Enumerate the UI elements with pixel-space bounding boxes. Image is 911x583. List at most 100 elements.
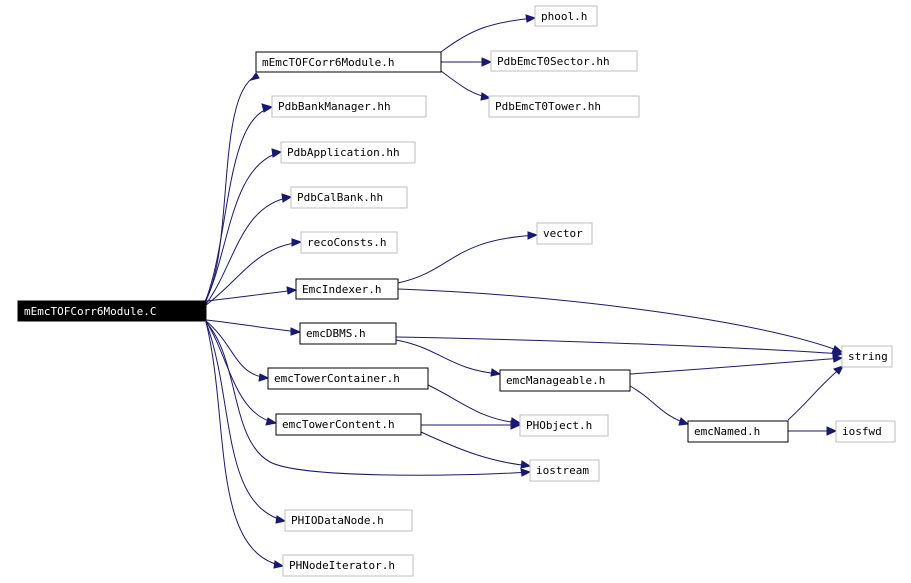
edge-indexer-string (397, 288, 843, 353)
node-sector[interactable]: PdbEmcT0Sector.hh (490, 50, 638, 72)
node-container[interactable]: emcTowerContainer.h (267, 367, 429, 390)
node-indexer[interactable]: EmcIndexer.h (295, 278, 399, 300)
edge-root-modh (204, 74, 259, 302)
node-iosfwd-box (835, 420, 896, 443)
node-manageable-label: emcManageable.h (506, 374, 605, 387)
node-calbank[interactable]: PdbCalBank.hh (290, 186, 408, 209)
arrowhead (826, 426, 838, 436)
node-vector-label: vector (543, 227, 583, 240)
node-iostream[interactable]: iostream (529, 459, 600, 482)
arrowhead (271, 148, 283, 158)
node-indexer-label: EmcIndexer.h (302, 283, 381, 296)
node-reco-box (300, 231, 398, 254)
node-iostream-box (529, 459, 600, 482)
edge-indexer-vector (397, 234, 538, 284)
node-container-label: emcTowerContainer.h (274, 372, 400, 385)
node-nodeiter[interactable]: PHNodeIterator.h (282, 554, 414, 577)
node-content-box (275, 413, 422, 436)
arrowhead (527, 231, 539, 240)
node-named-box (687, 420, 789, 443)
edge-root-indexer (205, 289, 297, 302)
node-dbms-label: emcDBMS.h (306, 327, 366, 340)
arrowhead (291, 238, 303, 247)
node-tower-box (488, 95, 640, 118)
node-indexer-box (295, 278, 399, 300)
arrowhead (510, 420, 522, 430)
arrowhead (273, 560, 285, 569)
arrowhead (481, 57, 493, 67)
edge-dbms-manageable (395, 339, 501, 375)
node-sector-box (490, 50, 638, 72)
node-app-box (280, 141, 416, 164)
arrowhead (249, 72, 260, 81)
arrowhead (281, 193, 293, 203)
edge-named-string (787, 365, 844, 421)
arrowhead (525, 14, 537, 23)
node-datanode-box (284, 509, 413, 532)
node-phobject[interactable]: PHObject.h (519, 414, 609, 437)
node-root-box (17, 300, 207, 322)
node-dbms-box (299, 322, 397, 345)
arrowhead (258, 373, 270, 382)
arrowhead (480, 92, 492, 101)
node-bankmgr[interactable]: PdbBankManager.hh (271, 95, 427, 118)
edges (204, 14, 844, 569)
edge-root-container (205, 320, 269, 379)
arrowhead (490, 368, 502, 377)
arrowhead (520, 460, 532, 469)
node-nodeiter-box (282, 554, 414, 577)
edge-manageable-named (629, 385, 689, 425)
edge-root-nodeiter (205, 321, 284, 567)
arrowhead (261, 103, 274, 113)
arrowhead (286, 286, 298, 295)
node-manageable[interactable]: emcManageable.h (499, 369, 631, 392)
node-iosfwd[interactable]: iosfwd (835, 420, 896, 443)
arrowhead (265, 417, 278, 426)
edge-root-bankmgr (204, 107, 271, 303)
node-bankmgr-box (271, 95, 427, 118)
node-modh-box (255, 51, 442, 73)
node-content[interactable]: emcTowerContent.h (275, 413, 422, 436)
node-container-box (267, 367, 429, 390)
node-phool-label: phool.h (541, 10, 587, 23)
node-modh[interactable]: mEmcTOFCorr6Module.h (255, 51, 442, 73)
node-vector-box (536, 222, 593, 245)
node-root[interactable]: mEmcTOFCorr6Module.C (17, 300, 207, 322)
node-reco[interactable]: recoConsts.h (300, 231, 398, 254)
node-content-label: emcTowerContent.h (282, 418, 395, 431)
node-tower[interactable]: PdbEmcT0Tower.hh (488, 95, 640, 118)
edge-container-phobject (427, 384, 521, 424)
node-manageable-box (499, 369, 631, 392)
node-app-label: PdbApplication.hh (287, 146, 400, 159)
node-dbms[interactable]: emcDBMS.h (299, 322, 397, 345)
node-datanode-label: PHIODataNode.h (291, 514, 384, 527)
edge-root-app (204, 151, 282, 304)
node-calbank-label: PdbCalBank.hh (297, 191, 383, 204)
node-string-label: string (848, 350, 888, 363)
node-reco-label: recoConsts.h (307, 236, 386, 249)
node-root-label: mEmcTOFCorr6Module.C (24, 305, 156, 318)
node-tower-label: PdbEmcT0Tower.hh (495, 100, 601, 113)
node-sector-label: PdbEmcT0Sector.hh (497, 55, 610, 68)
node-app[interactable]: PdbApplication.hh (280, 141, 416, 164)
arrowhead (520, 468, 532, 477)
edge-root-calbank (205, 196, 292, 305)
edge-modh-phool (440, 17, 536, 53)
arrowhead (832, 354, 844, 363)
node-vector[interactable]: vector (536, 222, 593, 245)
node-named[interactable]: emcNamed.h (687, 420, 789, 443)
arrowhead (290, 327, 302, 336)
edge-root-iostream (205, 321, 531, 476)
node-phool[interactable]: phool.h (534, 5, 598, 27)
edge-dbms-string (395, 336, 843, 355)
arrowhead (833, 365, 844, 375)
node-datanode[interactable]: PHIODataNode.h (284, 509, 413, 532)
node-string[interactable]: string (841, 345, 893, 368)
edge-manageable-string (629, 357, 843, 375)
edge-root-reco (205, 241, 302, 306)
node-string-box (841, 345, 893, 368)
node-nodeiter-label: PHNodeIterator.h (289, 559, 395, 572)
node-phool-box (534, 5, 598, 27)
node-iosfwd-label: iosfwd (842, 425, 882, 438)
